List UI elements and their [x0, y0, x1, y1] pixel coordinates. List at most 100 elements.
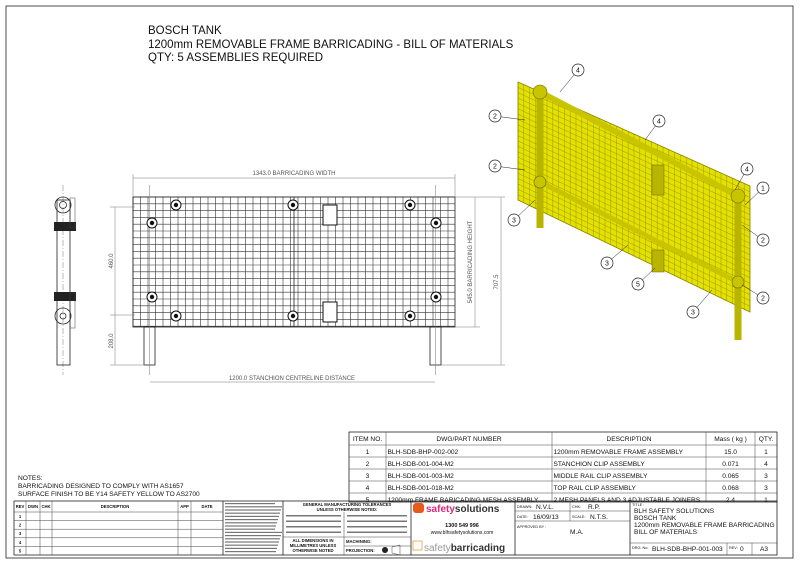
balloon-label: 3 [512, 217, 516, 224]
bom-cell: 3 [366, 473, 370, 480]
revision-header: REV [16, 504, 25, 509]
joiner [322, 204, 338, 226]
fine-print-block [225, 503, 407, 553]
dim-overall: 707.5 [494, 274, 500, 290]
bom-cell: 2 MESH PANELS AND 3 ADJUSTABLE JOINERS [554, 497, 701, 504]
balloon-label: 3 [691, 309, 695, 316]
bom-cell: 1 [764, 449, 768, 456]
dim-height: 545.0 BARRICADING HEIGHT [468, 220, 474, 303]
company-website: www.blhsafetysolutions.com [431, 530, 494, 536]
clip-bolt [407, 202, 413, 208]
scale-label: SCALE: [572, 515, 586, 519]
balloon-label: 4 [745, 166, 749, 173]
approved-value: M.A. [570, 529, 584, 536]
revision-header: APP [180, 504, 189, 509]
chk-label: CHK: [572, 505, 581, 509]
bom-cell: BLH-SDB-001-003-M2 [388, 473, 455, 480]
balloon-label: 2 [761, 237, 765, 244]
bom-cell: STANCHION CLIP ASSEMBLY [554, 461, 646, 468]
clip-bolt [290, 202, 296, 208]
header-line1: BOSCH TANK [148, 25, 222, 37]
balloon [652, 114, 666, 128]
dim-post-below: 208.0 [109, 333, 115, 349]
notes: NOTES: BARRICADING DESIGNED TO COMPLY WI… [18, 475, 200, 498]
chk-value: R.P. [588, 504, 600, 511]
bom-cell: 0.071 [722, 461, 739, 468]
notes-line1: BARRICADING DESIGNED TO COMPLY WITH AS16… [18, 483, 184, 490]
rev-label: REV: [729, 546, 738, 550]
balloon-label: 1 [761, 185, 765, 192]
date-label: DATE: [517, 515, 528, 519]
drawn-value: N.V.L. [536, 504, 554, 511]
bom-cell: 2.4 [726, 497, 735, 504]
bom-cell: 4 [366, 485, 370, 492]
joiner [322, 301, 338, 323]
balloon-label: 2 [493, 163, 497, 170]
bom-cell: 15.0 [724, 449, 737, 456]
sheet-border [5, 5, 794, 559]
revision-row-number: 4 [19, 540, 22, 545]
balloon [756, 181, 770, 195]
projection-symbol-icon [382, 547, 388, 553]
balloon-label: 2 [761, 295, 765, 302]
title-line1: BLH SAFETY SOLUTIONS [634, 508, 715, 515]
date-value: 16/09/13 [533, 514, 559, 521]
clip-bolt [173, 202, 179, 208]
dim-stanchion: 1200.0 STANCHION CENTRELINE DISTANCE [229, 376, 355, 382]
balloon [600, 256, 614, 270]
projection-cone-icon [391, 544, 401, 556]
header-line2: 1200mm REMOVABLE FRAME BARRICADING - BIL… [148, 39, 514, 51]
clip-bolt [149, 294, 155, 300]
revision-row-number: 2 [19, 523, 22, 528]
drawn-label: DRAWN: [517, 505, 532, 509]
tolerance-title1: GENERAL MANUFACTURING TOLERANCES [303, 502, 392, 507]
balloon [507, 213, 521, 227]
company-phone: 1300 549 996 [445, 523, 479, 529]
bom-cell: 0.065 [722, 473, 739, 480]
revision-header: DWN [28, 504, 38, 509]
brand-logo-icon [413, 503, 424, 513]
front-view [132, 185, 456, 375]
balloon-label: 4 [576, 67, 580, 74]
machining-label: MACHINING: [346, 539, 372, 544]
bom-cell: 3 [764, 473, 768, 480]
balloon [488, 159, 502, 173]
dims-note2: MILLIMETRES UNLESS [290, 543, 337, 548]
bom-cell: 1 [366, 449, 370, 456]
dims-note1: ALL DIMENSIONS IN [292, 538, 333, 543]
dwg-number: BLH-SDB-BHP-001-003 [652, 546, 723, 553]
brand-safety-solutions: safetysolutions [426, 504, 500, 515]
bom-cell: MIDDLE RAIL CLIP ASSEMBLY [554, 473, 649, 480]
dims-note3: OTHERWISE NOTED [292, 548, 333, 553]
dim-rail-spacing: 460.0 [109, 253, 115, 269]
revision-row-number: 5 [19, 548, 22, 553]
bom-cell: BLH-SDB-001-018-M2 [388, 485, 455, 492]
balloon [488, 109, 502, 123]
revision-header: DESCRIPTION [101, 504, 130, 509]
bom-cell: BLH-SDB-001-004-M2 [388, 461, 455, 468]
balloon-label: 3 [605, 260, 609, 267]
clip-bolt [433, 294, 439, 300]
title-line2: BOSCH TANK [634, 515, 677, 522]
clip-bolt [407, 313, 413, 319]
bom-cell: 1 [764, 497, 768, 504]
title-line4: BILL OF MATERIALS [634, 529, 698, 536]
approved-label: APPROVED BY : [517, 525, 546, 529]
bom-header: DESCRIPTION [606, 436, 651, 443]
dim-width: 1343.0 BARRICADING WIDTH [252, 171, 335, 177]
bom-header: ITEM NO. [353, 436, 382, 443]
clip-bolt [290, 313, 296, 319]
clip-bolt [173, 313, 179, 319]
side-view [54, 185, 76, 375]
projection-label: PROJECTION: [346, 548, 375, 553]
revision-header: DATE [201, 504, 212, 509]
balloon [756, 291, 770, 305]
bom-header: DWG/PART NUMBER [436, 436, 501, 443]
notes-title: NOTES: [18, 475, 43, 482]
bom-cell: BLH-SDB-BHP-002-002 [388, 449, 459, 456]
bom-cell: 0.068 [722, 485, 739, 492]
